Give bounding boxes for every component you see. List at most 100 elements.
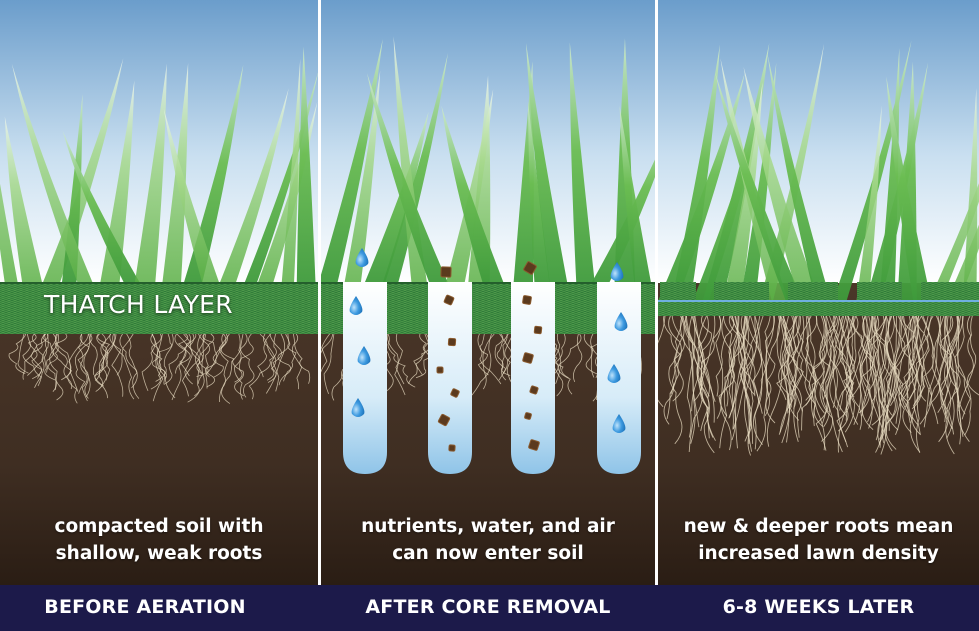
root-strand (940, 315, 955, 435)
root-strand (946, 315, 962, 445)
thatch-band (658, 300, 979, 316)
root-strand (688, 315, 696, 444)
water-drop (607, 364, 621, 383)
root-strand (723, 315, 736, 407)
root-strand (46, 333, 68, 373)
root-strand (843, 315, 857, 398)
root-strand (151, 333, 172, 379)
grass-blade (528, 101, 550, 284)
root-strand (682, 315, 708, 399)
root-strand (194, 333, 205, 397)
root-strand (283, 333, 297, 382)
root-strand (858, 315, 873, 414)
root-strand (788, 315, 802, 438)
root-strand (715, 315, 735, 397)
root-strand (552, 333, 569, 379)
root-strand (907, 315, 921, 453)
root-strand (150, 333, 162, 390)
root-strand (257, 333, 272, 378)
root-strand (291, 333, 303, 390)
root-strand (900, 315, 914, 420)
grass-blade (61, 93, 83, 285)
caption-line-1: new & deeper roots mean (683, 516, 954, 537)
grass-blade (879, 48, 900, 300)
root-strand (728, 315, 746, 430)
caption-line-1: compacted soil with (54, 516, 264, 537)
root-strand (658, 315, 666, 408)
root-strand (822, 315, 851, 448)
root-strand (871, 315, 892, 426)
root-strand (221, 333, 248, 404)
grass-blade (393, 36, 428, 284)
root-strand (83, 333, 91, 398)
root-strand (269, 333, 282, 392)
root-strand (756, 315, 775, 452)
root-strand (744, 315, 760, 404)
root-strand (184, 333, 195, 385)
grass-blade (856, 105, 882, 301)
root-strand (746, 315, 776, 424)
caption-6-8-weeks-later: new & deeper roots mean increased lawn d… (658, 513, 979, 567)
root-strand (897, 315, 918, 425)
root-strand (17, 333, 29, 374)
root-strand (496, 333, 511, 376)
root-strand (734, 315, 754, 444)
thatch-tuft (921, 282, 979, 302)
panel-before-aeration (0, 46, 318, 404)
root-strand (179, 333, 192, 377)
thatch-tuft (788, 282, 838, 302)
root-strand (874, 315, 893, 398)
root-strand (171, 333, 187, 401)
root-strand (234, 333, 254, 383)
root-strand (477, 333, 502, 385)
water-drop (349, 296, 363, 315)
root-strand (860, 315, 871, 417)
root-strand (109, 333, 124, 397)
root-strand (837, 315, 854, 453)
grass-blade (671, 44, 721, 301)
nutrient-particle (523, 261, 537, 275)
root-strand (735, 315, 743, 449)
grass-blade (0, 183, 18, 284)
root-strand (779, 315, 797, 433)
root-strand (819, 315, 843, 453)
root-strand (941, 315, 953, 430)
water-drop (610, 262, 624, 281)
root-strand (829, 315, 848, 411)
footer-label-after-core-removal: AFTER CORE REMOVAL (365, 596, 611, 618)
nutrient-particle (529, 385, 539, 395)
grass-blade (740, 62, 777, 300)
caption-line-1: nutrients, water, and air (361, 516, 615, 537)
grass-blade (296, 46, 316, 284)
root-strand (240, 333, 255, 398)
footer-label-6-8-weeks-later: 6-8 WEEKS LATER (722, 596, 915, 618)
root-strand (697, 315, 715, 454)
root-strand (183, 333, 210, 378)
root-strand (915, 315, 932, 425)
root-strand (679, 315, 700, 428)
nutrient-particle (522, 352, 534, 364)
root-strand (67, 333, 83, 404)
root-strand (859, 315, 880, 397)
root-strand (234, 333, 243, 400)
thatch-tuft (714, 282, 769, 302)
root-strand (878, 315, 892, 444)
grass-blade (321, 39, 383, 284)
root-strand (187, 333, 202, 403)
root-strand (871, 315, 886, 403)
grass-blade (569, 42, 595, 284)
nutrient-particle (522, 295, 532, 305)
root-strand (22, 333, 42, 388)
root-strand (832, 315, 845, 408)
thatch-tuft (660, 282, 696, 302)
panel-after-core-removal (321, 36, 655, 474)
root-strand (728, 315, 756, 397)
thatch-tuft (857, 282, 902, 302)
thatch-edge (0, 282, 318, 284)
root-strand (783, 315, 796, 413)
root-strand (719, 315, 738, 449)
panel-divider-2 (655, 0, 658, 585)
root-strand (782, 315, 790, 414)
panel-divider-1 (318, 0, 321, 585)
